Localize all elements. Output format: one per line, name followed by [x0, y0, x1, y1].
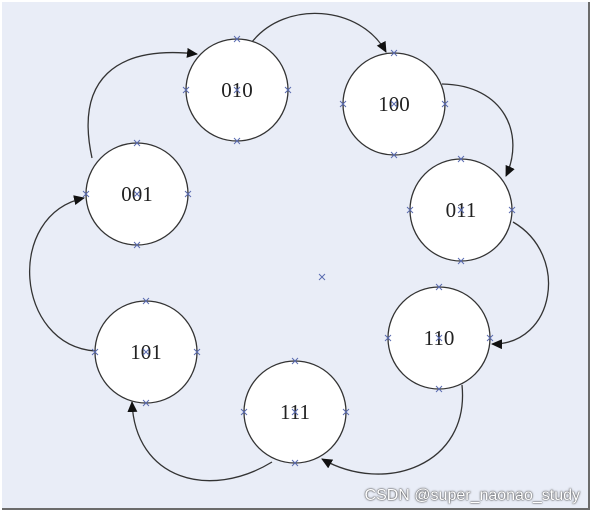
x-marker	[133, 139, 141, 147]
x-marker	[406, 206, 414, 214]
transition-arrow-111-101	[127, 401, 273, 482]
x-marker	[384, 334, 392, 342]
x-marker	[142, 348, 150, 356]
x-marker	[457, 257, 465, 265]
x-marker	[342, 408, 350, 416]
x-marker	[390, 49, 398, 57]
x-marker	[339, 100, 347, 108]
x-marker	[133, 190, 141, 198]
x-marker	[133, 241, 141, 249]
x-marker	[457, 155, 465, 163]
x-marker	[508, 206, 516, 214]
x-marker	[91, 348, 99, 356]
x-marker	[318, 273, 326, 281]
x-marker	[182, 86, 190, 94]
watermark-text: CSDN @super_naonao_study	[364, 487, 580, 504]
x-marker	[457, 206, 465, 214]
x-marker	[82, 190, 90, 198]
anchor-markers	[82, 35, 516, 467]
x-marker	[390, 151, 398, 159]
transition-arrow-011-110	[491, 221, 550, 350]
x-marker	[435, 334, 443, 342]
x-marker	[184, 190, 192, 198]
x-marker	[390, 100, 398, 108]
x-marker	[233, 35, 241, 43]
transition-arrow-100-011	[441, 83, 515, 177]
x-marker	[291, 408, 299, 416]
x-marker	[486, 334, 494, 342]
transition-arrow-010-100	[251, 12, 387, 53]
x-marker	[435, 385, 443, 393]
x-marker	[193, 348, 201, 356]
x-marker	[142, 399, 150, 407]
x-marker	[240, 408, 248, 416]
transition-arrow-001-010	[87, 47, 198, 159]
x-marker	[233, 86, 241, 94]
x-marker	[291, 357, 299, 365]
x-marker	[291, 459, 299, 467]
x-marker	[441, 100, 449, 108]
transition-arrow-110-111	[321, 384, 464, 475]
transition-arrow-101-001	[29, 195, 96, 352]
x-marker	[435, 283, 443, 291]
x-marker	[233, 137, 241, 145]
x-marker	[142, 297, 150, 305]
x-marker	[284, 86, 292, 94]
